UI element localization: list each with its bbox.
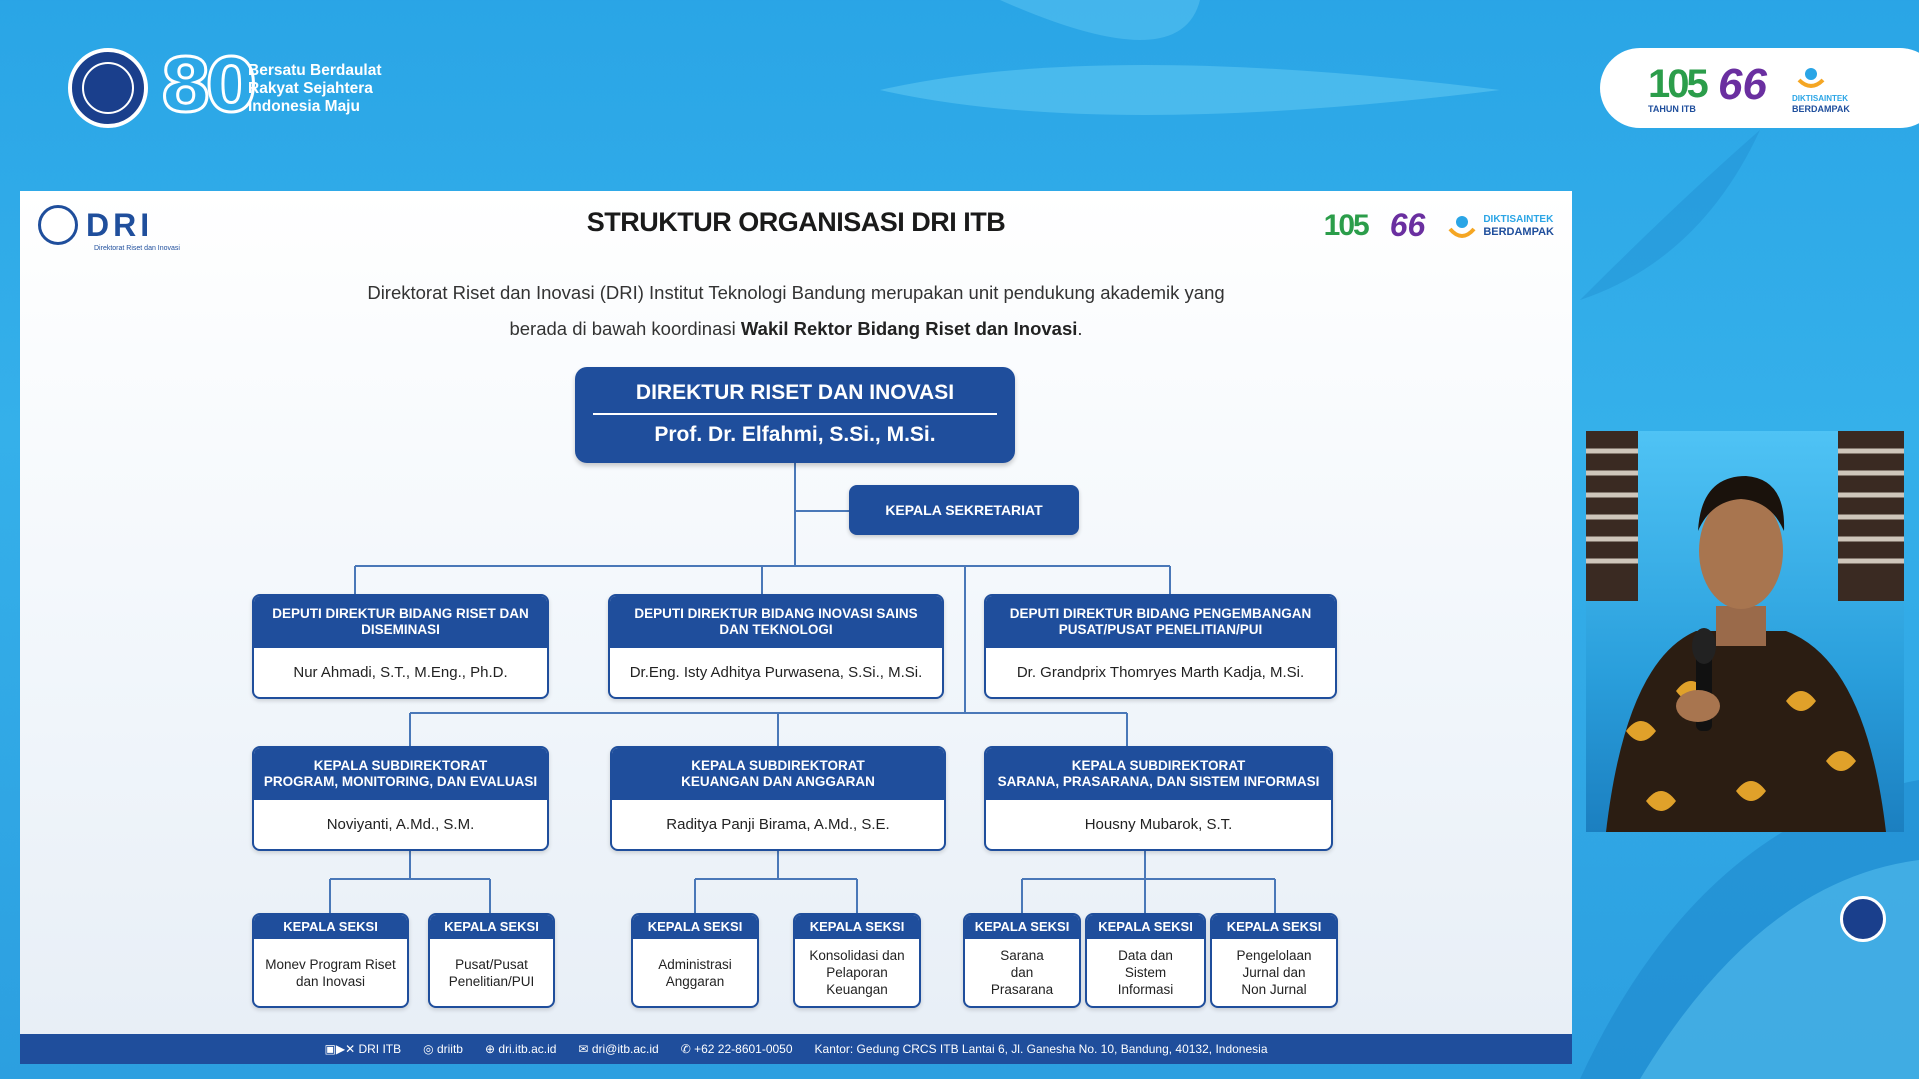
section-title: KEPALA SEKSI	[965, 915, 1079, 939]
diktisaintek-small-text: DIKTISAINTEK	[1483, 213, 1554, 225]
section-box-sarana: KEPALA SEKSI Sarana dan Prasarana	[963, 913, 1081, 1008]
slide-partner-logos: 105 66 DIKTISAINTEK BERDAMPAK	[1324, 207, 1554, 244]
section-title: KEPALA SEKSI	[254, 915, 407, 939]
diktisaintek-small-logo: DIKTISAINTEK BERDAMPAK	[1447, 211, 1554, 241]
deputy-box-riset-diseminasi: DEPUTI DIREKTUR BIDANG RISET DAN DISEMIN…	[252, 594, 549, 699]
speaker-image	[1586, 431, 1904, 832]
diktisaintek-logo	[1796, 64, 1826, 90]
deputy-title: DEPUTI DIREKTUR BIDANG RISET DAN DISEMIN…	[254, 596, 547, 648]
berdampak-caption: BERDAMPAK	[1792, 104, 1850, 114]
director-divider	[593, 413, 997, 415]
deputy-name: Nur Ahmadi, S.T., M.Eng., Ph.D.	[293, 664, 508, 681]
partner-logos-panel: 105 TAHUN ITB 66 DIKTISAINTEK BERDAMPAK	[1600, 48, 1919, 128]
phone-icon: ✆	[680, 1042, 691, 1056]
director-title: DIREKTUR RISET DAN INOVASI	[635, 381, 955, 404]
section-box-jurnal: KEPALA SEKSI Pengelolaan Jurnal dan Non …	[1210, 913, 1338, 1008]
subdirectorate-box-sarana: KEPALA SUBDIREKTORAT SARANA, PRASARANA, …	[984, 746, 1333, 851]
section-box-administrasi: KEPALA SEKSI Administrasi Anggaran	[631, 913, 759, 1008]
deputy-box-inovasi: DEPUTI DIREKTUR BIDANG INOVASI SAINS DAN…	[608, 594, 944, 699]
subdirectorate-name: Raditya Panji Birama, A.Md., S.E.	[666, 816, 890, 833]
section-box-pusat: KEPALA SEKSI Pusat/Pusat Penelitian/PUI	[428, 913, 555, 1008]
section-desc: Data dan Sistem Informasi	[1117, 948, 1174, 997]
subdirectorate-title: KEPALA SUBDIREKTORAT SARANA, PRASARANA, …	[986, 748, 1331, 800]
subdirectorate-box-keuangan: KEPALA SUBDIREKTORAT KEUANGAN DAN ANGGAR…	[610, 746, 946, 851]
section-title: KEPALA SEKSI	[1212, 915, 1336, 939]
email-icon: ✉	[578, 1042, 589, 1056]
sekretariat-box: KEPALA SEKRETARIAT	[849, 485, 1079, 535]
anniversary-tagline: Bersatu Berdaulat Rakyat Sejahtera Indon…	[248, 62, 382, 116]
diktisaintek-caption: DIKTISAINTEK	[1792, 94, 1848, 103]
section-title: KEPALA SEKSI	[795, 915, 919, 939]
itb-seal-logo	[68, 48, 148, 128]
dri-seal-icon	[38, 205, 78, 245]
footer-email: ✉ dri@itb.ac.id	[578, 1042, 659, 1056]
social-media-icon: ▣▶✕	[324, 1042, 356, 1056]
anniversary-80-logo: 80	[159, 43, 259, 129]
deputy-title: DEPUTI DIREKTUR BIDANG INOVASI SAINS DAN…	[610, 596, 942, 648]
section-title: KEPALA SEKSI	[430, 915, 553, 939]
director-name: Prof. Dr. Elfahmi, S.Si., M.Si.	[654, 423, 936, 446]
itb-seal-corner-logo	[1840, 896, 1886, 942]
dri-logo-subtitle: Direktorat Riset dan Inovasi	[94, 245, 180, 252]
tagline-line-1: Bersatu Berdaulat	[248, 62, 382, 79]
itb-105-small-logo: 105	[1323, 208, 1370, 242]
section-box-konsolidasi: KEPALA SEKSI Konsolidasi dan Pelaporan K…	[793, 913, 921, 1008]
itb-105-logo: 105	[1648, 62, 1709, 106]
subdirectorate-title: KEPALA SUBDIREKTORAT PROGRAM, MONITORING…	[254, 748, 547, 800]
section-desc: Monev Program Riset dan Inovasi	[265, 956, 396, 989]
section-box-monev: KEPALA SEKSI Monev Program Riset dan Ino…	[252, 913, 409, 1008]
director-box: DIREKTUR RISET DAN INOVASI Prof. Dr. Elf…	[575, 367, 1015, 463]
subdirectorate-box-program: KEPALA SUBDIREKTORAT PROGRAM, MONITORING…	[252, 746, 549, 851]
itb-105-caption: TAHUN ITB	[1648, 104, 1696, 114]
presentation-slide: DRI Direktorat Riset dan Inovasi STRUKTU…	[20, 191, 1572, 1064]
dri-logo: DRI	[38, 205, 153, 245]
org-chart-connectors	[329, 463, 1276, 913]
section-desc: Administrasi Anggaran	[658, 956, 732, 989]
speaker-webcam	[1586, 431, 1904, 832]
slide-title: STRUKTUR ORGANISASI DRI ITB	[586, 207, 1006, 237]
subdirectorate-title: KEPALA SUBDIREKTORAT KEUANGAN DAN ANGGAR…	[612, 748, 944, 800]
intro-line-1: Direktorat Riset dan Inovasi (DRI) Insti…	[367, 282, 1225, 303]
diktisaintek-icon	[1448, 215, 1476, 238]
berdampak-small-text: BERDAMPAK	[1483, 225, 1554, 238]
footer-website: ⊕ dri.itb.ac.id	[484, 1042, 557, 1056]
section-desc: Pengelolaan Jurnal dan Non Jurnal	[1236, 948, 1312, 997]
footer-address: Kantor: Gedung CRCS ITB Lantai 6, Jl. Ga…	[814, 1042, 1268, 1056]
footer-instagram: ◎ driitb	[423, 1042, 463, 1056]
footer-social: ▣▶✕ DRI ITB	[324, 1042, 402, 1056]
deputy-box-pengembangan: DEPUTI DIREKTUR BIDANG PENGEMBANGAN PUSA…	[984, 594, 1337, 699]
deputy-title: DEPUTI DIREKTUR BIDANG PENGEMBANGAN PUSA…	[986, 596, 1335, 648]
section-title: KEPALA SEKSI	[633, 915, 757, 939]
section-desc: Pusat/Pusat Penelitian/PUI	[448, 956, 535, 989]
tagline-line-3: Indonesia Maju	[248, 98, 360, 115]
subdirectorate-name: Housny Mubarok, S.T.	[1084, 816, 1233, 833]
intro-bold-text: Wakil Rektor Bidang Riset dan Inovasi	[740, 318, 1078, 339]
intro-paragraph: Direktorat Riset dan Inovasi (DRI) Insti…	[20, 275, 1572, 347]
instagram-icon: ◎	[423, 1042, 434, 1056]
deputy-name: Dr. Grandprix Thomryes Marth Kadja, M.Si…	[1016, 664, 1305, 681]
deputy-name: Dr.Eng. Isty Adhitya Purwasena, S.Si., M…	[629, 664, 923, 681]
tagline-line-2: Rakyat Sejahtera	[248, 80, 373, 97]
dri-logo-text: DRI	[86, 207, 154, 243]
section-desc: Konsolidasi dan Pelaporan Keuangan	[809, 948, 905, 997]
section-box-data: KEPALA SEKSI Data dan Sistem Informasi	[1085, 913, 1206, 1008]
dies-66-small-logo: 66	[1389, 207, 1426, 243]
slide-footer: ▣▶✕ DRI ITB ◎ driitb ⊕ dri.itb.ac.id ✉ d…	[20, 1034, 1572, 1064]
section-desc: Sarana dan Prasarana	[990, 948, 1054, 997]
globe-icon: ⊕	[484, 1042, 496, 1056]
footer-phone: ✆ +62 22-8601-0050	[680, 1042, 793, 1056]
subdirectorate-name: Noviyanti, A.Md., S.M.	[326, 816, 475, 833]
intro-line-2: berada di bawah koordinasi Wakil Rektor …	[509, 318, 1083, 339]
dies-66-logo: 66	[1718, 60, 1767, 109]
section-title: KEPALA SEKSI	[1087, 915, 1204, 939]
